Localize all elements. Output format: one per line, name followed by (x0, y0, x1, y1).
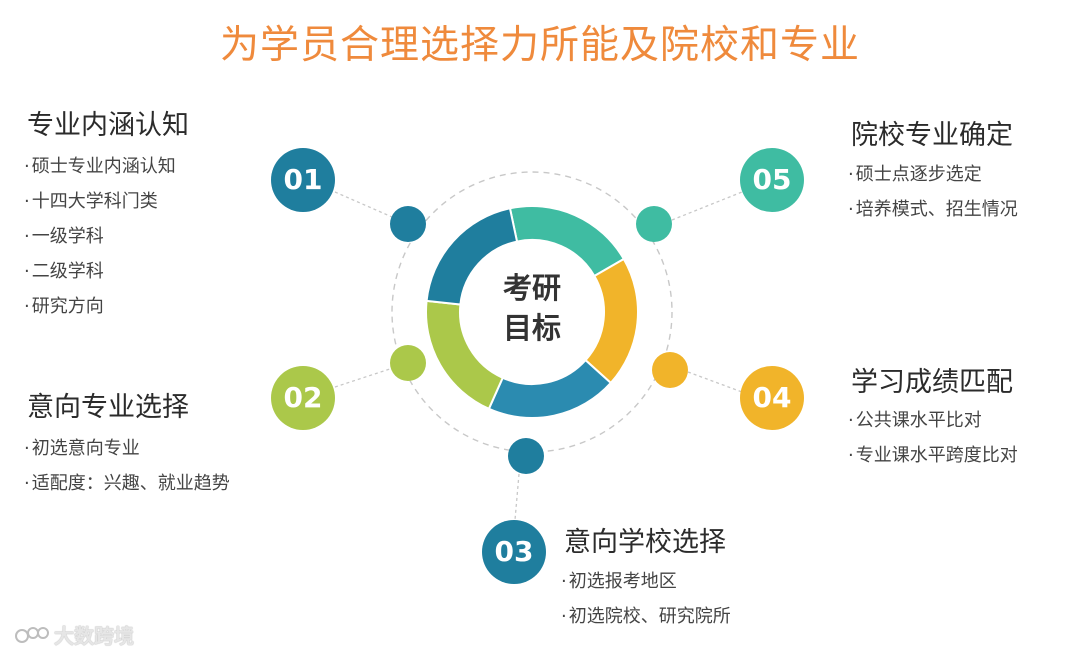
ring-chart (425, 205, 639, 419)
badge-01: 01 (271, 148, 335, 212)
list-item: 研究方向 (24, 289, 176, 324)
dashed-orbit (391, 171, 673, 453)
section-title-01: 专业内涵认知 (27, 110, 189, 141)
section-title-04: 学习成绩匹配 (851, 367, 1013, 398)
list-item: 十四大学科门类 (24, 184, 176, 219)
section-title-02: 意向专业选择 (27, 392, 189, 423)
section-title-05: 院校专业确定 (851, 120, 1013, 151)
watermark: 大数跨境 (14, 620, 134, 649)
list-item: 初选报考地区 (561, 564, 731, 599)
badge-05: 05 (740, 148, 804, 212)
connector-04 (687, 371, 743, 393)
orbit-dot-02 (390, 345, 426, 381)
list-item: 二级学科 (24, 254, 176, 289)
center-label: 考研 目标 (476, 268, 588, 348)
ring-segment (487, 358, 613, 419)
connector-03 (514, 473, 520, 521)
center-line-1: 考研 (502, 271, 561, 305)
badge-02: 02 (271, 366, 335, 430)
badge-03: 03 (482, 520, 546, 584)
list-item: 培养模式、招生情况 (848, 192, 1018, 227)
ring-segment (425, 207, 519, 306)
orbit-dot-05 (636, 206, 672, 242)
list-item: 一级学科 (24, 219, 176, 254)
connector-05 (671, 191, 743, 221)
section-list-05: 硕士点逐步选定 培养模式、招生情况 (848, 157, 1018, 227)
section-list-04: 公共课水平比对 专业课水平跨度比对 (848, 403, 1018, 473)
list-item: 适配度：兴趣、就业趋势 (24, 466, 230, 501)
connector-02 (334, 362, 409, 388)
ring-segment (584, 257, 639, 385)
orbit-dot-03 (508, 438, 544, 474)
list-item: 初选意向专业 (24, 431, 230, 466)
section-list-03: 初选报考地区 初选院校、研究院所 (561, 564, 731, 634)
badge-04: 04 (740, 366, 804, 430)
list-item: 专业课水平跨度比对 (848, 438, 1018, 473)
center-line-2: 目标 (502, 311, 561, 345)
list-item: 公共课水平比对 (848, 403, 1018, 438)
section-list-02: 初选意向专业 适配度：兴趣、就业趋势 (24, 431, 230, 501)
ring-segment (508, 205, 626, 278)
watermark-logo-icon (15, 626, 49, 643)
list-item: 硕士点逐步选定 (848, 157, 1018, 192)
list-item: 硕士专业内涵认知 (24, 149, 176, 184)
section-title-03: 意向学校选择 (564, 527, 726, 558)
orbit-dot-01 (390, 206, 426, 242)
list-item: 初选院校、研究院所 (561, 599, 731, 634)
orbit-dot-04 (652, 352, 688, 388)
watermark-text: 大数跨境 (54, 624, 134, 648)
section-list-01: 硕士专业内涵认知 十四大学科门类 一级学科 二级学科 研究方向 (24, 149, 176, 324)
page-title: 为学员合理选择力所能及院校和专业 (219, 23, 860, 68)
